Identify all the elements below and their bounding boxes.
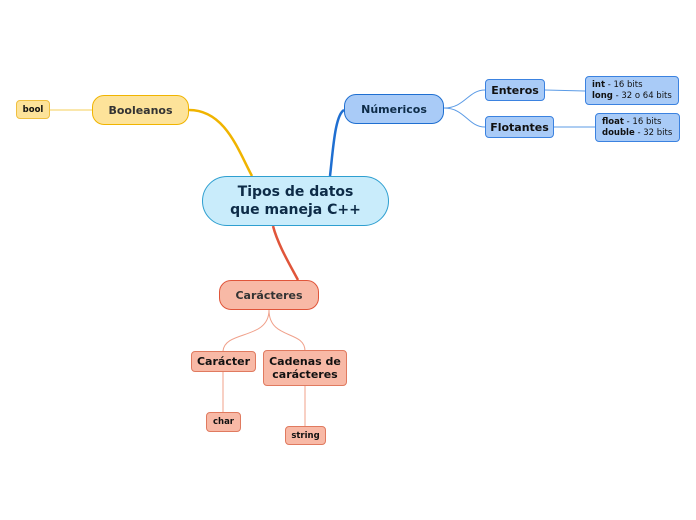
numericos-label: Númericos — [361, 102, 427, 116]
enteros-label: Enteros — [491, 83, 539, 97]
float-key: float — [602, 116, 624, 127]
bool-label: bool — [22, 104, 44, 115]
double-key: double — [602, 127, 635, 138]
link-root-booleanos — [188, 108, 254, 177]
enteros-node[interactable]: Enteros — [485, 79, 545, 101]
int-key: int — [592, 79, 606, 90]
flotantes-node[interactable]: Flotantes — [485, 116, 554, 138]
numericos-node[interactable]: Númericos — [344, 94, 444, 124]
long-line: long - 32 o 64 bits — [592, 91, 672, 102]
bool-node[interactable]: bool — [16, 100, 50, 119]
link-root-caracteres — [271, 225, 300, 281]
char-label: char — [212, 417, 235, 427]
int-value: - 16 bits — [605, 79, 643, 90]
caracteres-label: Carácteres — [235, 288, 303, 302]
root-node[interactable]: Tipos de datos que maneja C++ — [202, 176, 389, 226]
caracter-node[interactable]: Carácter — [191, 351, 256, 372]
enteros-leaf-node[interactable]: int - 16 bits long - 32 o 64 bits — [585, 76, 679, 105]
root-title-line2: que maneja C++ — [230, 202, 361, 218]
char-node[interactable]: char — [206, 412, 241, 432]
link-caracteres-cadenas — [268, 309, 306, 352]
double-value: - 32 bits — [634, 127, 673, 138]
float-value: - 16 bits — [623, 116, 662, 127]
cadenas-node[interactable]: Cadenas de carácteres — [263, 350, 347, 386]
cadenas-label-line2: carácteres — [272, 368, 338, 381]
link-numericos-flotantes — [443, 107, 486, 128]
caracter-label: Carácter — [196, 355, 250, 368]
caracteres-node[interactable]: Carácteres — [219, 280, 319, 310]
long-value: - 32 o 64 bits — [612, 90, 672, 101]
long-key: long — [592, 90, 613, 101]
link-root-numericos — [328, 108, 345, 177]
flotantes-label: Flotantes — [490, 120, 549, 134]
link-enteros-leaf — [544, 89, 586, 92]
double-line: double - 32 bits — [602, 128, 672, 139]
flotantes-leaf-node[interactable]: float - 16 bits double - 32 bits — [595, 113, 680, 142]
float-line: float - 16 bits — [602, 117, 661, 128]
int-line: int - 16 bits — [592, 80, 643, 91]
link-caracteres-caracter — [222, 309, 270, 352]
string-label: string — [291, 430, 320, 441]
booleanos-label: Booleanos — [108, 103, 173, 117]
root-title-line1: Tipos de datos — [237, 184, 354, 200]
string-node[interactable]: string — [285, 426, 326, 445]
link-numericos-enteros — [443, 89, 486, 109]
booleanos-node[interactable]: Booleanos — [92, 95, 189, 125]
cadenas-label-line1: Cadenas de — [269, 355, 341, 368]
